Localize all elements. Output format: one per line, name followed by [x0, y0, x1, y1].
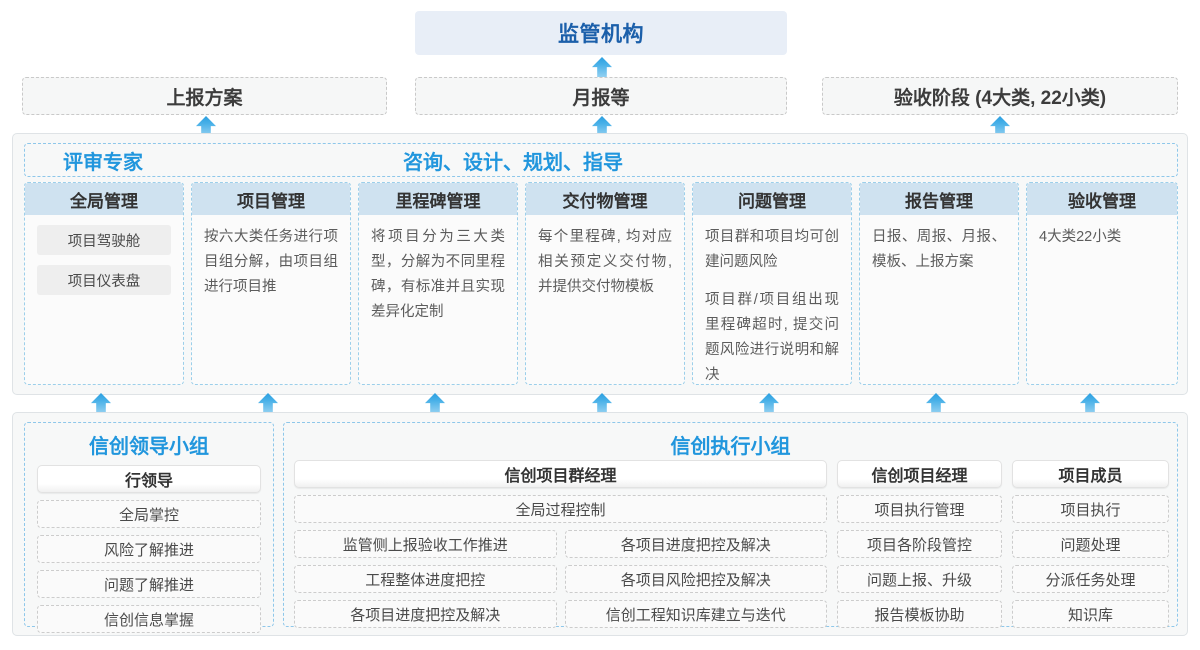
card-paragraph: 日报、周报、月报、模板、上报方案: [872, 229, 1006, 270]
column-program-manager: 信创项目群经理 全局过程控制 监管侧上报验收工作推进 工程整体进度把控 各项目进…: [294, 460, 827, 628]
card-title: 问题管理: [693, 183, 851, 215]
role-item[interactable]: 各项目进度把控及解决: [564, 530, 827, 558]
group-title-execution: 信创执行小组: [670, 436, 791, 458]
card-title: 项目管理: [192, 183, 350, 215]
role-item[interactable]: 监管侧上报验收工作推进: [294, 530, 557, 558]
card-title: 交付物管理: [526, 183, 684, 215]
arrow-to-regulator: [592, 57, 612, 79]
channel-label: 上报方案: [166, 87, 243, 109]
role-item[interactable]: 项目执行: [1012, 495, 1169, 523]
card-body: 日报、周报、月报、模板、上报方案: [860, 215, 1018, 283]
regulator-box: 监管机构: [415, 11, 787, 55]
role-item[interactable]: 工程整体进度把控: [294, 565, 557, 593]
card-body: 将项目分为三大类型，分解为不同里程碑，有标准并且实现差异化定制: [359, 215, 517, 333]
card-body: 每个里程碑, 均对应相关预定义交付物, 并提供交付物模板: [526, 215, 684, 308]
card-pill[interactable]: 项目仪表盘: [37, 265, 171, 295]
card-title: 全局管理: [25, 183, 183, 215]
role-head-project-member[interactable]: 项目成员: [1012, 460, 1169, 488]
card-body: 按六大类任务进行项目组分解，由项目组进行项目推: [192, 215, 350, 308]
role-item[interactable]: 全局掌控: [37, 500, 261, 528]
band-title-consulting: 咨询、设计、规划、指导: [403, 151, 623, 174]
card-paragraph: 项目群/项目组出现里程碑超时, 提交问题风险进行说明和解决: [705, 291, 839, 383]
leadership-group: 信创领导小组 行领导 全局掌控 风险了解推进 问题了解推进 信创信息掌握: [24, 422, 274, 633]
role-item-global-process-control[interactable]: 全局过程控制: [294, 495, 827, 523]
column-project-manager: 信创项目经理 项目执行管理 项目各阶段管控 问题上报、升级 报告模板协助: [837, 460, 1002, 628]
management-panel: 评审专家 咨询、设计、规划、指导 全局管理 项目驾驶舱 项目仪表盘 项目管理 按…: [12, 133, 1188, 395]
card-title: 报告管理: [860, 183, 1018, 215]
role-item[interactable]: 信创信息掌握: [37, 605, 261, 633]
card-paragraph: 每个里程碑, 均对应相关预定义交付物, 并提供交付物模板: [538, 229, 672, 295]
card-body: 项目群和项目均可创建问题风险 项目群/项目组出现里程碑超时, 提交问题风险进行说…: [693, 215, 851, 384]
role-item[interactable]: 项目各阶段管控: [837, 530, 1002, 558]
card-body: 4大类22小类: [1027, 215, 1177, 258]
role-head-bank-leader[interactable]: 行领导: [37, 465, 261, 493]
channel-box-report-plan: 上报方案: [22, 77, 387, 115]
card-project-management[interactable]: 项目管理 按六大类任务进行项目组分解，由项目组进行项目推: [191, 182, 351, 385]
channel-box-acceptance: 验收阶段 (4大类, 22小类): [822, 77, 1178, 115]
card-pill[interactable]: 项目驾驶舱: [37, 225, 171, 255]
card-milestone-management[interactable]: 里程碑管理 将项目分为三大类型，分解为不同里程碑，有标准并且实现差异化定制: [358, 182, 518, 385]
role-item[interactable]: 信创工程知识库建立与迭代: [564, 600, 827, 628]
role-item[interactable]: 问题处理: [1012, 530, 1169, 558]
card-paragraph: 4大类22小类: [1039, 229, 1122, 245]
role-item[interactable]: 各项目进度把控及解决: [294, 600, 557, 628]
role-item[interactable]: 分派任务处理: [1012, 565, 1169, 593]
expert-consult-band: 评审专家 咨询、设计、规划、指导: [24, 143, 1178, 177]
channel-box-monthly: 月报等: [415, 77, 787, 115]
card-deliverable-management[interactable]: 交付物管理 每个里程碑, 均对应相关预定义交付物, 并提供交付物模板: [525, 182, 685, 385]
card-paragraph: 项目群和项目均可创建问题风险: [705, 229, 839, 270]
column-project-member: 项目成员 项目执行 问题处理 分派任务处理 知识库: [1012, 460, 1169, 628]
role-head-project-manager[interactable]: 信创项目经理: [837, 460, 1002, 488]
role-item[interactable]: 问题了解推进: [37, 570, 261, 598]
channel-label: 验收阶段 (4大类, 22小类): [893, 87, 1107, 109]
group-title-leadership: 信创领导小组: [89, 436, 209, 458]
execution-group: 信创执行小组 信创项目群经理 全局过程控制 监管侧上报验收工作推进 工程整体进度…: [283, 422, 1178, 628]
role-item[interactable]: 知识库: [1012, 600, 1169, 628]
role-item[interactable]: 问题上报、升级: [837, 565, 1002, 593]
role-item[interactable]: 项目执行管理: [837, 495, 1002, 523]
regulator-label: 监管机构: [558, 23, 644, 46]
role-head-program-manager[interactable]: 信创项目群经理: [294, 460, 827, 488]
card-acceptance-management[interactable]: 验收管理 4大类22小类: [1026, 182, 1178, 385]
card-paragraph: 将项目分为三大类型，分解为不同里程碑，有标准并且实现差异化定制: [371, 229, 505, 320]
role-item[interactable]: 各项目风险把控及解决: [564, 565, 827, 593]
card-title: 里程碑管理: [359, 183, 517, 215]
band-title-expert: 评审专家: [63, 151, 143, 174]
card-issue-management[interactable]: 问题管理 项目群和项目均可创建问题风险 项目群/项目组出现里程碑超时, 提交问题…: [692, 182, 852, 385]
card-report-management[interactable]: 报告管理 日报、周报、月报、模板、上报方案: [859, 182, 1019, 385]
channel-label: 月报等: [572, 87, 630, 109]
card-global-management[interactable]: 全局管理 项目驾驶舱 项目仪表盘: [24, 182, 184, 385]
role-item[interactable]: 风险了解推进: [37, 535, 261, 563]
role-item[interactable]: 报告模板协助: [837, 600, 1002, 628]
card-title: 验收管理: [1027, 183, 1177, 215]
card-paragraph: 按六大类任务进行项目组分解，由项目组进行项目推: [204, 229, 338, 295]
team-panel: 信创领导小组 行领导 全局掌控 风险了解推进 问题了解推进 信创信息掌握 信创执…: [12, 412, 1188, 636]
